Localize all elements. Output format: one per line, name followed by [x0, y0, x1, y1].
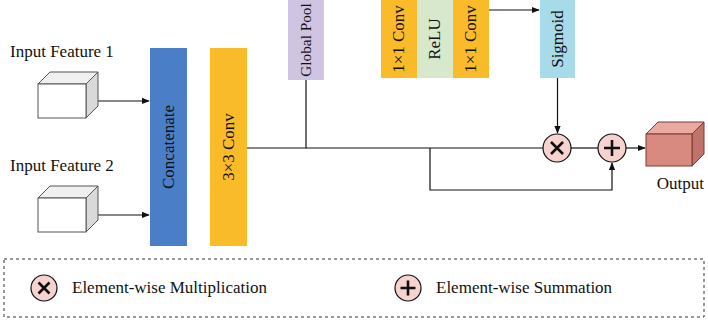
legend-multiply-symbol: [31, 275, 57, 301]
cube-shape: [646, 122, 704, 166]
feature-label: Input Feature 1: [10, 42, 114, 62]
output-wire: [626, 147, 645, 148]
connector: [98, 214, 149, 215]
pool-block: Global Pool: [288, 0, 324, 80]
sum-symbol: [598, 134, 626, 162]
feature-label: Input Feature 2: [10, 156, 114, 176]
connector: [247, 80, 306, 148]
sigmoid-block: Sigmoid: [540, 0, 575, 78]
activation-block: ReLU: [417, 0, 453, 78]
input-cube: Input Feature 2: [38, 186, 98, 232]
feature-wire: [306, 147, 543, 148]
block-label: Concatenate: [159, 105, 179, 189]
connector: [98, 100, 149, 101]
attention-wire: [557, 78, 558, 133]
cube-shape: [38, 186, 98, 232]
conv-block: 1×1 Conv: [381, 0, 417, 78]
block-label: 3×3 Conv: [219, 113, 239, 181]
legend-sum-symbol: [395, 275, 421, 301]
block-label: 1×1 Conv: [461, 5, 481, 73]
legend-text: Element-wise Summation: [436, 278, 612, 298]
sum-wire: [571, 147, 598, 148]
block-label: Sigmoid: [548, 10, 568, 68]
input-cube: Input Feature 1: [38, 72, 98, 118]
block-label: 1×1 Conv: [389, 5, 409, 73]
block-label: ReLU: [425, 18, 445, 60]
multiply-symbol: [543, 134, 571, 162]
conv-block: 1×1 Conv: [453, 0, 489, 78]
cube-shape: [38, 72, 98, 118]
concat-block: Concatenate: [150, 48, 187, 246]
legend-frame: [4, 259, 704, 317]
block-label: Global Pool: [296, 3, 316, 77]
feature-label: Output: [657, 174, 704, 194]
conv-block: 3×3 Conv: [210, 48, 247, 246]
legend-text: Element-wise Multiplication: [72, 278, 267, 298]
residual-wire: [430, 148, 612, 190]
output-cube: Output: [646, 122, 704, 166]
connector: [489, 9, 539, 10]
